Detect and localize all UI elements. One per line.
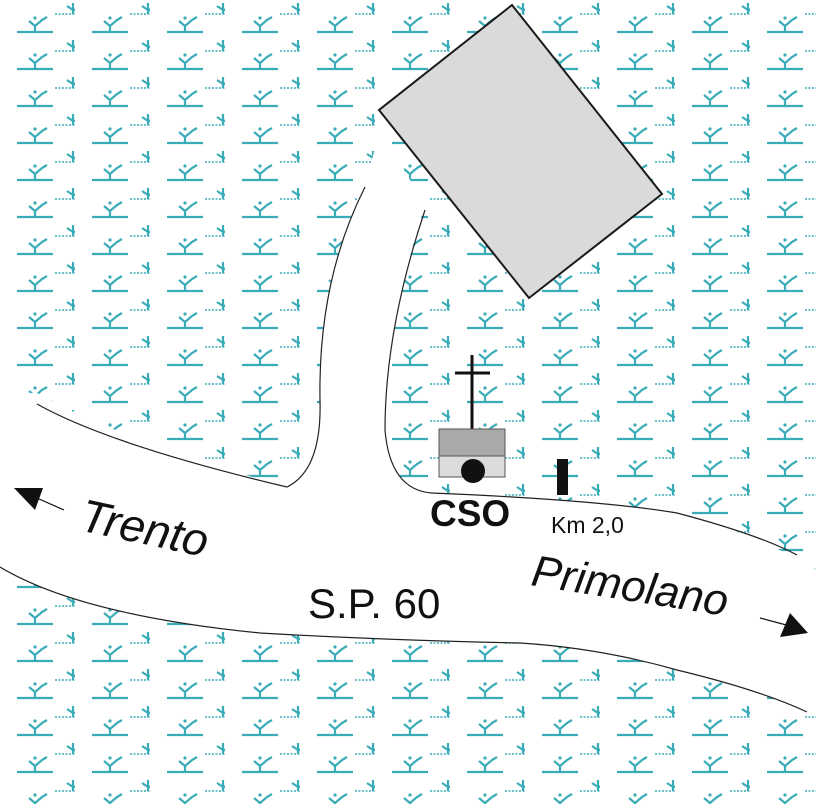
label-road-name: S.P. 60	[308, 580, 440, 627]
road-edge-south	[0, 566, 808, 713]
arrow-right-icon	[759, 613, 808, 637]
km-post-icon	[557, 459, 568, 495]
cross-monument-icon	[438, 355, 506, 483]
road-edge-left-branch	[36, 186, 366, 488]
arrow-left-icon	[14, 488, 65, 511]
building	[377, 3, 664, 300]
label-km-marker: Km 2,0	[551, 512, 624, 538]
road-edge-right-branch	[384, 209, 798, 556]
road-area	[0, 130, 816, 716]
label-site-code: CSO	[430, 493, 510, 534]
